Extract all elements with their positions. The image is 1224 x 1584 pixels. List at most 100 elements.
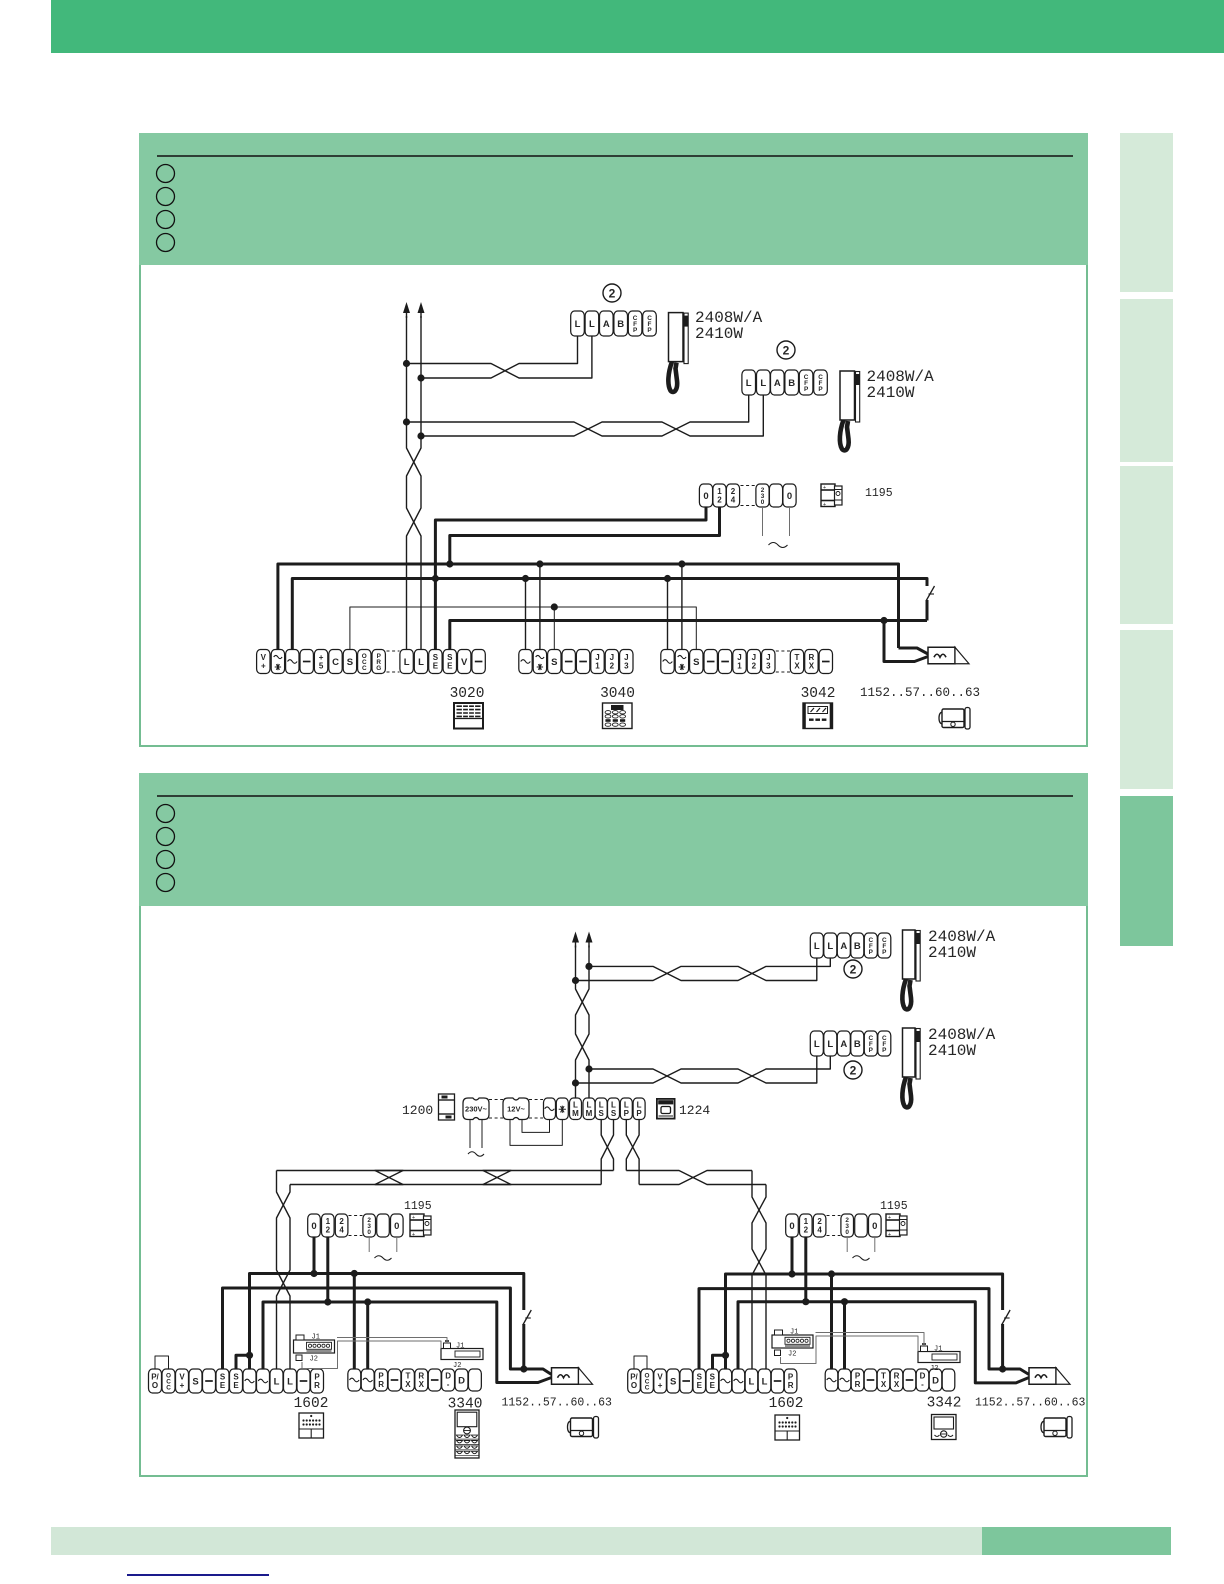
svg-text:3042: 3042 — [801, 686, 836, 702]
svg-text:R: R — [378, 1380, 384, 1389]
svg-text:D: D — [458, 1375, 465, 1386]
svg-text:-: - — [921, 1380, 924, 1389]
svg-text:J1: J1 — [456, 1343, 464, 1351]
svg-text:X: X — [405, 1380, 411, 1389]
svg-text:X: X — [419, 1380, 425, 1389]
svg-text:T: T — [881, 1372, 886, 1381]
svg-text:0: 0 — [787, 491, 792, 502]
svg-text:3040: 3040 — [600, 686, 635, 702]
svg-text:D: D — [932, 1375, 939, 1386]
svg-text:J1: J1 — [312, 1334, 320, 1342]
svg-text:3: 3 — [367, 1223, 371, 1230]
svg-text:C: C — [645, 1379, 650, 1386]
svg-text:L: L — [589, 319, 595, 330]
svg-text:2408W/A: 2408W/A — [867, 368, 935, 386]
svg-text:P: P — [624, 1109, 630, 1118]
svg-text:1195: 1195 — [880, 1200, 908, 1213]
svg-text:S: S — [447, 653, 453, 662]
svg-text:2: 2 — [717, 496, 722, 505]
svg-text:C: C — [868, 1035, 873, 1042]
svg-text:V: V — [461, 657, 468, 668]
svg-text:L: L — [746, 378, 752, 389]
svg-text:L: L — [274, 1376, 280, 1387]
svg-text:X: X — [894, 1380, 900, 1389]
svg-text:0: 0 — [872, 1221, 877, 1232]
svg-text:B: B — [854, 941, 861, 952]
svg-text:L: L — [611, 1100, 616, 1109]
svg-text:L: L — [587, 1100, 592, 1109]
svg-text:2408W/A: 2408W/A — [928, 1026, 996, 1044]
svg-text:C: C — [332, 657, 339, 668]
svg-text:S: S — [693, 657, 699, 668]
svg-text:O: O — [166, 1373, 171, 1380]
svg-text:L: L — [814, 1039, 820, 1050]
svg-text:P/: P/ — [151, 1373, 159, 1382]
svg-text:S: S — [433, 653, 439, 662]
svg-text:0: 0 — [394, 1221, 399, 1232]
svg-text:1152..57..60..63: 1152..57..60..63 — [975, 1397, 1086, 1410]
svg-text:F: F — [869, 1041, 873, 1048]
svg-text:J: J — [595, 653, 599, 662]
svg-text:2: 2 — [339, 1217, 344, 1226]
svg-text:1: 1 — [326, 1217, 331, 1226]
svg-text:C: C — [882, 937, 887, 944]
svg-text:O: O — [631, 1381, 637, 1390]
svg-text:-: - — [447, 1380, 450, 1389]
svg-text:C: C — [647, 315, 652, 322]
svg-text:S: S — [551, 657, 557, 668]
svg-text:5: 5 — [319, 662, 324, 671]
svg-text:2: 2 — [845, 1217, 849, 1224]
svg-text:L: L — [573, 1100, 578, 1109]
svg-text:P: P — [378, 1372, 384, 1381]
svg-text:2: 2 — [761, 487, 765, 494]
svg-text:+: + — [261, 662, 266, 671]
svg-text:S: S — [233, 1373, 239, 1382]
svg-text:2410W: 2410W — [867, 384, 915, 402]
svg-text:3: 3 — [761, 493, 765, 500]
svg-text:0: 0 — [311, 1221, 316, 1232]
svg-text:+: + — [823, 501, 826, 508]
svg-text:2: 2 — [817, 1217, 822, 1226]
svg-text:+: + — [319, 653, 324, 662]
svg-text:P: P — [855, 1372, 861, 1381]
svg-text:0: 0 — [789, 1221, 794, 1232]
svg-text:P: P — [882, 1047, 887, 1054]
svg-text:V: V — [261, 653, 267, 662]
svg-text:C: C — [818, 374, 823, 381]
svg-text:4: 4 — [731, 496, 736, 505]
svg-text:L: L — [418, 657, 424, 668]
svg-text:L: L — [637, 1100, 642, 1109]
svg-text:2408W/A: 2408W/A — [695, 309, 763, 327]
svg-text:1602: 1602 — [294, 1396, 329, 1412]
svg-text:D: D — [920, 1372, 926, 1381]
svg-text:L: L — [575, 319, 581, 330]
svg-text:J2: J2 — [310, 1356, 318, 1364]
svg-text:P: P — [636, 1109, 642, 1118]
svg-text:T: T — [405, 1372, 410, 1381]
svg-text:1200: 1200 — [402, 1103, 433, 1118]
svg-text:E: E — [220, 1381, 226, 1390]
svg-text:L: L — [760, 378, 766, 389]
svg-text:S: S — [599, 1109, 605, 1118]
svg-text:4: 4 — [339, 1226, 344, 1235]
svg-text:J2: J2 — [788, 1351, 796, 1359]
svg-text:S: S — [611, 1109, 617, 1118]
svg-text:+: + — [658, 1381, 663, 1390]
svg-text:4: 4 — [817, 1226, 822, 1235]
svg-text:L: L — [762, 1376, 768, 1387]
svg-text:X: X — [881, 1380, 887, 1389]
svg-text:F: F — [882, 943, 886, 950]
svg-text:1152..57..60..63: 1152..57..60..63 — [502, 1397, 613, 1410]
svg-text:0: 0 — [761, 499, 765, 506]
svg-text:2: 2 — [326, 1226, 331, 1235]
svg-text:+: + — [888, 1231, 891, 1238]
svg-text:V: V — [179, 1373, 185, 1382]
svg-text:A: A — [840, 941, 847, 952]
svg-text:L: L — [827, 1039, 833, 1050]
svg-text:P: P — [882, 949, 887, 956]
svg-text:C: C — [166, 1385, 171, 1392]
svg-text:L: L — [749, 1376, 755, 1387]
svg-text:1602: 1602 — [769, 1396, 804, 1412]
svg-text:+: + — [823, 484, 826, 491]
svg-text:F: F — [648, 321, 652, 328]
